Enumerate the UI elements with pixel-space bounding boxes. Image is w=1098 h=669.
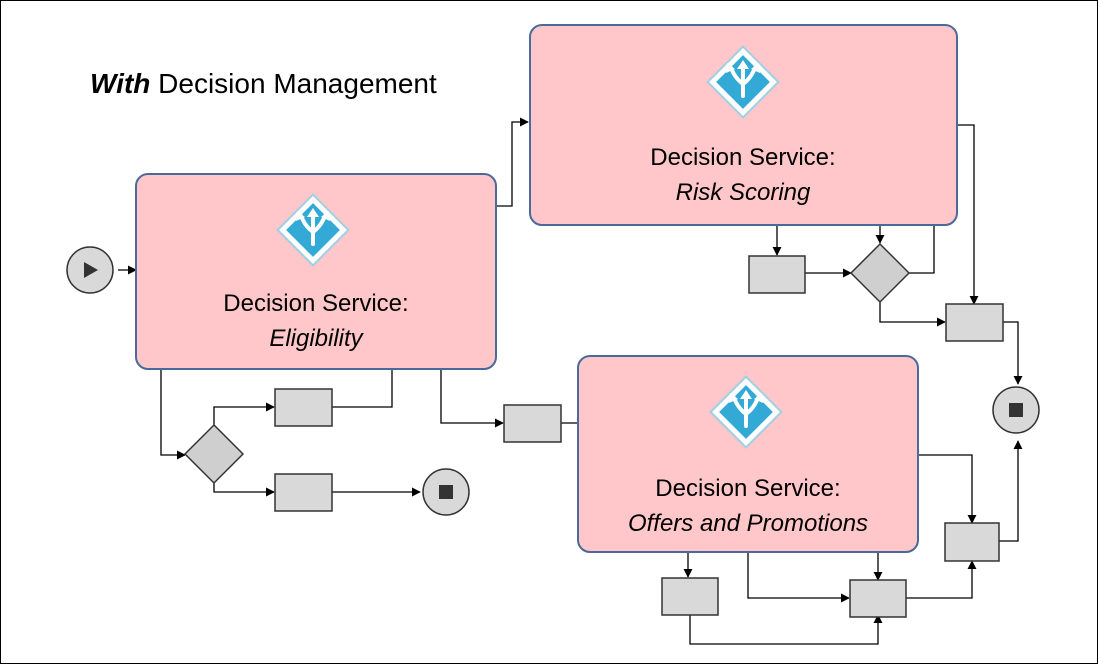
task-box (944, 522, 1000, 562)
play-icon (84, 262, 98, 278)
service-risk-scoring: Decision Service: Risk Scoring (529, 24, 958, 226)
title-rest: Decision Management (150, 68, 437, 99)
task-box (661, 577, 719, 616)
eligibility-line2: Eligibility (269, 325, 364, 352)
end-event (992, 386, 1040, 434)
start-event (66, 246, 114, 294)
service-eligibility: Decision Service: Eligibility (135, 173, 497, 370)
risk-line2: Risk Scoring (676, 179, 811, 206)
diagram-title: With Decision Management (90, 68, 437, 99)
service-offers-promotions: Decision Service: Offers and Promotions (577, 355, 919, 553)
gateway-risk (849, 242, 911, 304)
task-box (503, 404, 562, 443)
task-box (849, 579, 907, 618)
risk-line1: Decision Service: (650, 144, 835, 171)
eligibility-line1: Decision Service: (223, 290, 408, 317)
task-box (274, 388, 333, 427)
connectors (118, 117, 1023, 645)
task-box (945, 303, 1004, 342)
end-event (422, 468, 470, 516)
task-box (748, 255, 806, 294)
offers-line2: Offers and Promotions (628, 510, 868, 537)
stop-icon (439, 485, 453, 499)
gateway-eligibility (183, 423, 245, 485)
stop-icon (1009, 403, 1023, 417)
offers-line1: Decision Service: (655, 475, 840, 502)
title-bold: With (90, 68, 150, 99)
task-box (274, 473, 333, 512)
